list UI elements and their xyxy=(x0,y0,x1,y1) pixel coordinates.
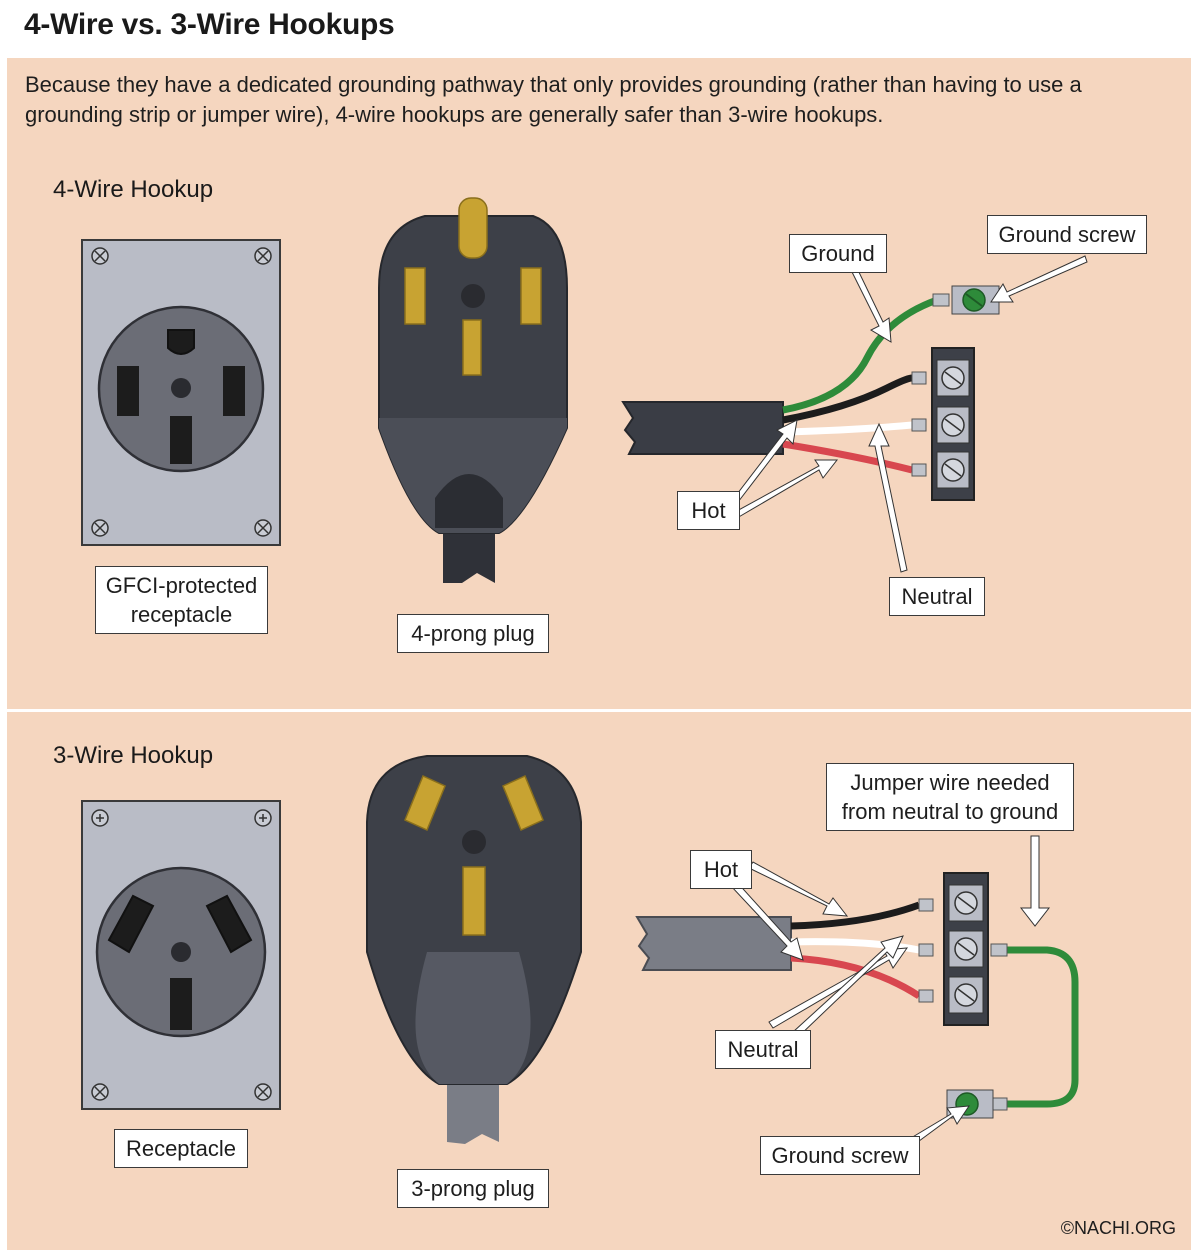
hot-label: Hot xyxy=(677,491,740,530)
four-wire-heading: 4-Wire Hookup xyxy=(53,176,214,203)
receptacle-label: Receptacle xyxy=(114,1129,248,1168)
four-wire-illustration xyxy=(81,197,1088,583)
ground-screw-label: Ground screw xyxy=(760,1136,920,1175)
three-wire-panel: 3-Wire Hookup xyxy=(7,712,1191,1250)
gfci-receptacle-label: GFCI-protected receptacle xyxy=(95,566,268,634)
screw-icon xyxy=(941,366,965,482)
screw-icon xyxy=(91,809,272,1101)
three-wire-arrows xyxy=(730,835,1051,1145)
three-prong-plug xyxy=(366,755,582,1144)
four-prong-plug xyxy=(378,197,568,583)
four-wire-receptacle xyxy=(81,239,281,546)
four-wire-panel: Because they have a dedicated grounding … xyxy=(7,58,1191,709)
screw-icon xyxy=(91,247,272,537)
jumper-wire-label: Jumper wire needed from neutral to groun… xyxy=(826,763,1074,831)
hot-label: Hot xyxy=(690,850,752,889)
three-prong-plug-label: 3-prong plug xyxy=(397,1169,549,1208)
three-wire-cable xyxy=(635,898,1079,1111)
three-wire-heading: 3-Wire Hookup xyxy=(53,742,214,769)
credit: ©NACHI.ORG xyxy=(1060,1218,1176,1238)
three-wire-receptacle xyxy=(81,800,281,1110)
four-wire-terminal-block xyxy=(931,347,975,501)
page-title: 4-Wire vs. 3-Wire Hookups xyxy=(24,8,395,41)
three-wire-illustration xyxy=(81,755,1079,1145)
four-wire-cable xyxy=(621,293,950,477)
ground-screw-label: Ground screw xyxy=(987,215,1147,254)
neutral-label: Neutral xyxy=(889,577,985,616)
four-prong-plug-label: 4-prong plug xyxy=(397,614,549,653)
screw-icon xyxy=(954,891,978,1007)
four-wire-arrows xyxy=(730,255,1088,573)
ground-label: Ground xyxy=(789,234,887,273)
neutral-label: Neutral xyxy=(715,1030,811,1069)
three-wire-terminal-block xyxy=(943,872,989,1026)
ground-screw-icon xyxy=(951,285,1000,315)
intro-text: Because they have a dedicated grounding … xyxy=(25,72,1082,127)
